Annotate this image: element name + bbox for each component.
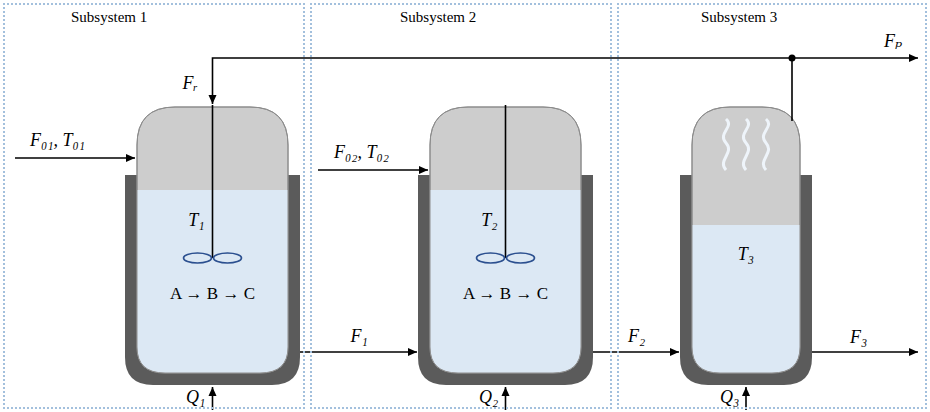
subsystem-region: Subsystem 1 T₁ A → B → C (3, 3, 305, 409)
subsystem-region: Subsystem 3 T₃ (617, 3, 927, 409)
process-stream (593, 351, 679, 353)
vapor-wave (743, 119, 748, 170)
flash-separator: T₃ (680, 105, 812, 385)
temperature-label: T₃ (680, 245, 812, 265)
vapor-wave (763, 119, 768, 170)
vapor-wave (723, 119, 728, 170)
agitator-shaft (505, 105, 507, 258)
stream-label: Fᵣ (183, 74, 198, 94)
bottoms-stream (812, 351, 918, 353)
feed-stream-2 (318, 169, 428, 171)
impeller-blade (477, 253, 505, 263)
impeller-blade (184, 253, 212, 263)
vessel-wall (692, 107, 800, 373)
stream-label: F₁ (351, 327, 368, 347)
subsystem-heading: Subsystem 3 (701, 9, 777, 26)
heat-input-2 (505, 387, 507, 410)
vessel-drawing (418, 105, 593, 385)
stream-label: F₀₂, T₀₂ (334, 143, 389, 163)
reaction-label: A → B → C (418, 285, 593, 304)
process-stream (300, 351, 417, 353)
stream-label: F₂ (628, 327, 645, 347)
process-stream (213, 58, 793, 105)
subsystem-heading: Subsystem 2 (400, 9, 476, 26)
subsystem-heading: Subsystem 1 (71, 9, 147, 26)
agitator-shaft (212, 105, 214, 258)
vessel-liquid (680, 225, 812, 385)
cstr-reactor: T₁ A → B → C (125, 105, 300, 385)
temperature-label: T₁ (125, 211, 205, 231)
vessel-drawing (125, 105, 300, 385)
stream-label: Q₁ (186, 388, 205, 408)
feed-stream-1 (15, 157, 135, 159)
stream-label: F₃ (850, 328, 867, 348)
vapor-outlet (791, 105, 793, 121)
heat-input-1 (212, 387, 214, 410)
heat-input-3 (745, 387, 747, 410)
impeller-blade (214, 253, 242, 263)
stream-label: Fₚ (884, 32, 902, 52)
subsystem-region: Subsystem 2 T₂ A → B → C (310, 3, 612, 409)
stream-label: Q₂ (479, 388, 498, 408)
purge-stream (792, 57, 918, 59)
temperature-label: T₂ (418, 211, 498, 231)
stream-label: F₀₁, T₀₁ (30, 131, 85, 151)
reaction-label: A → B → C (125, 285, 300, 304)
stream-label: Q₃ (720, 388, 739, 408)
cstr-reactor: T₂ A → B → C (418, 105, 593, 385)
impeller-blade (507, 253, 535, 263)
